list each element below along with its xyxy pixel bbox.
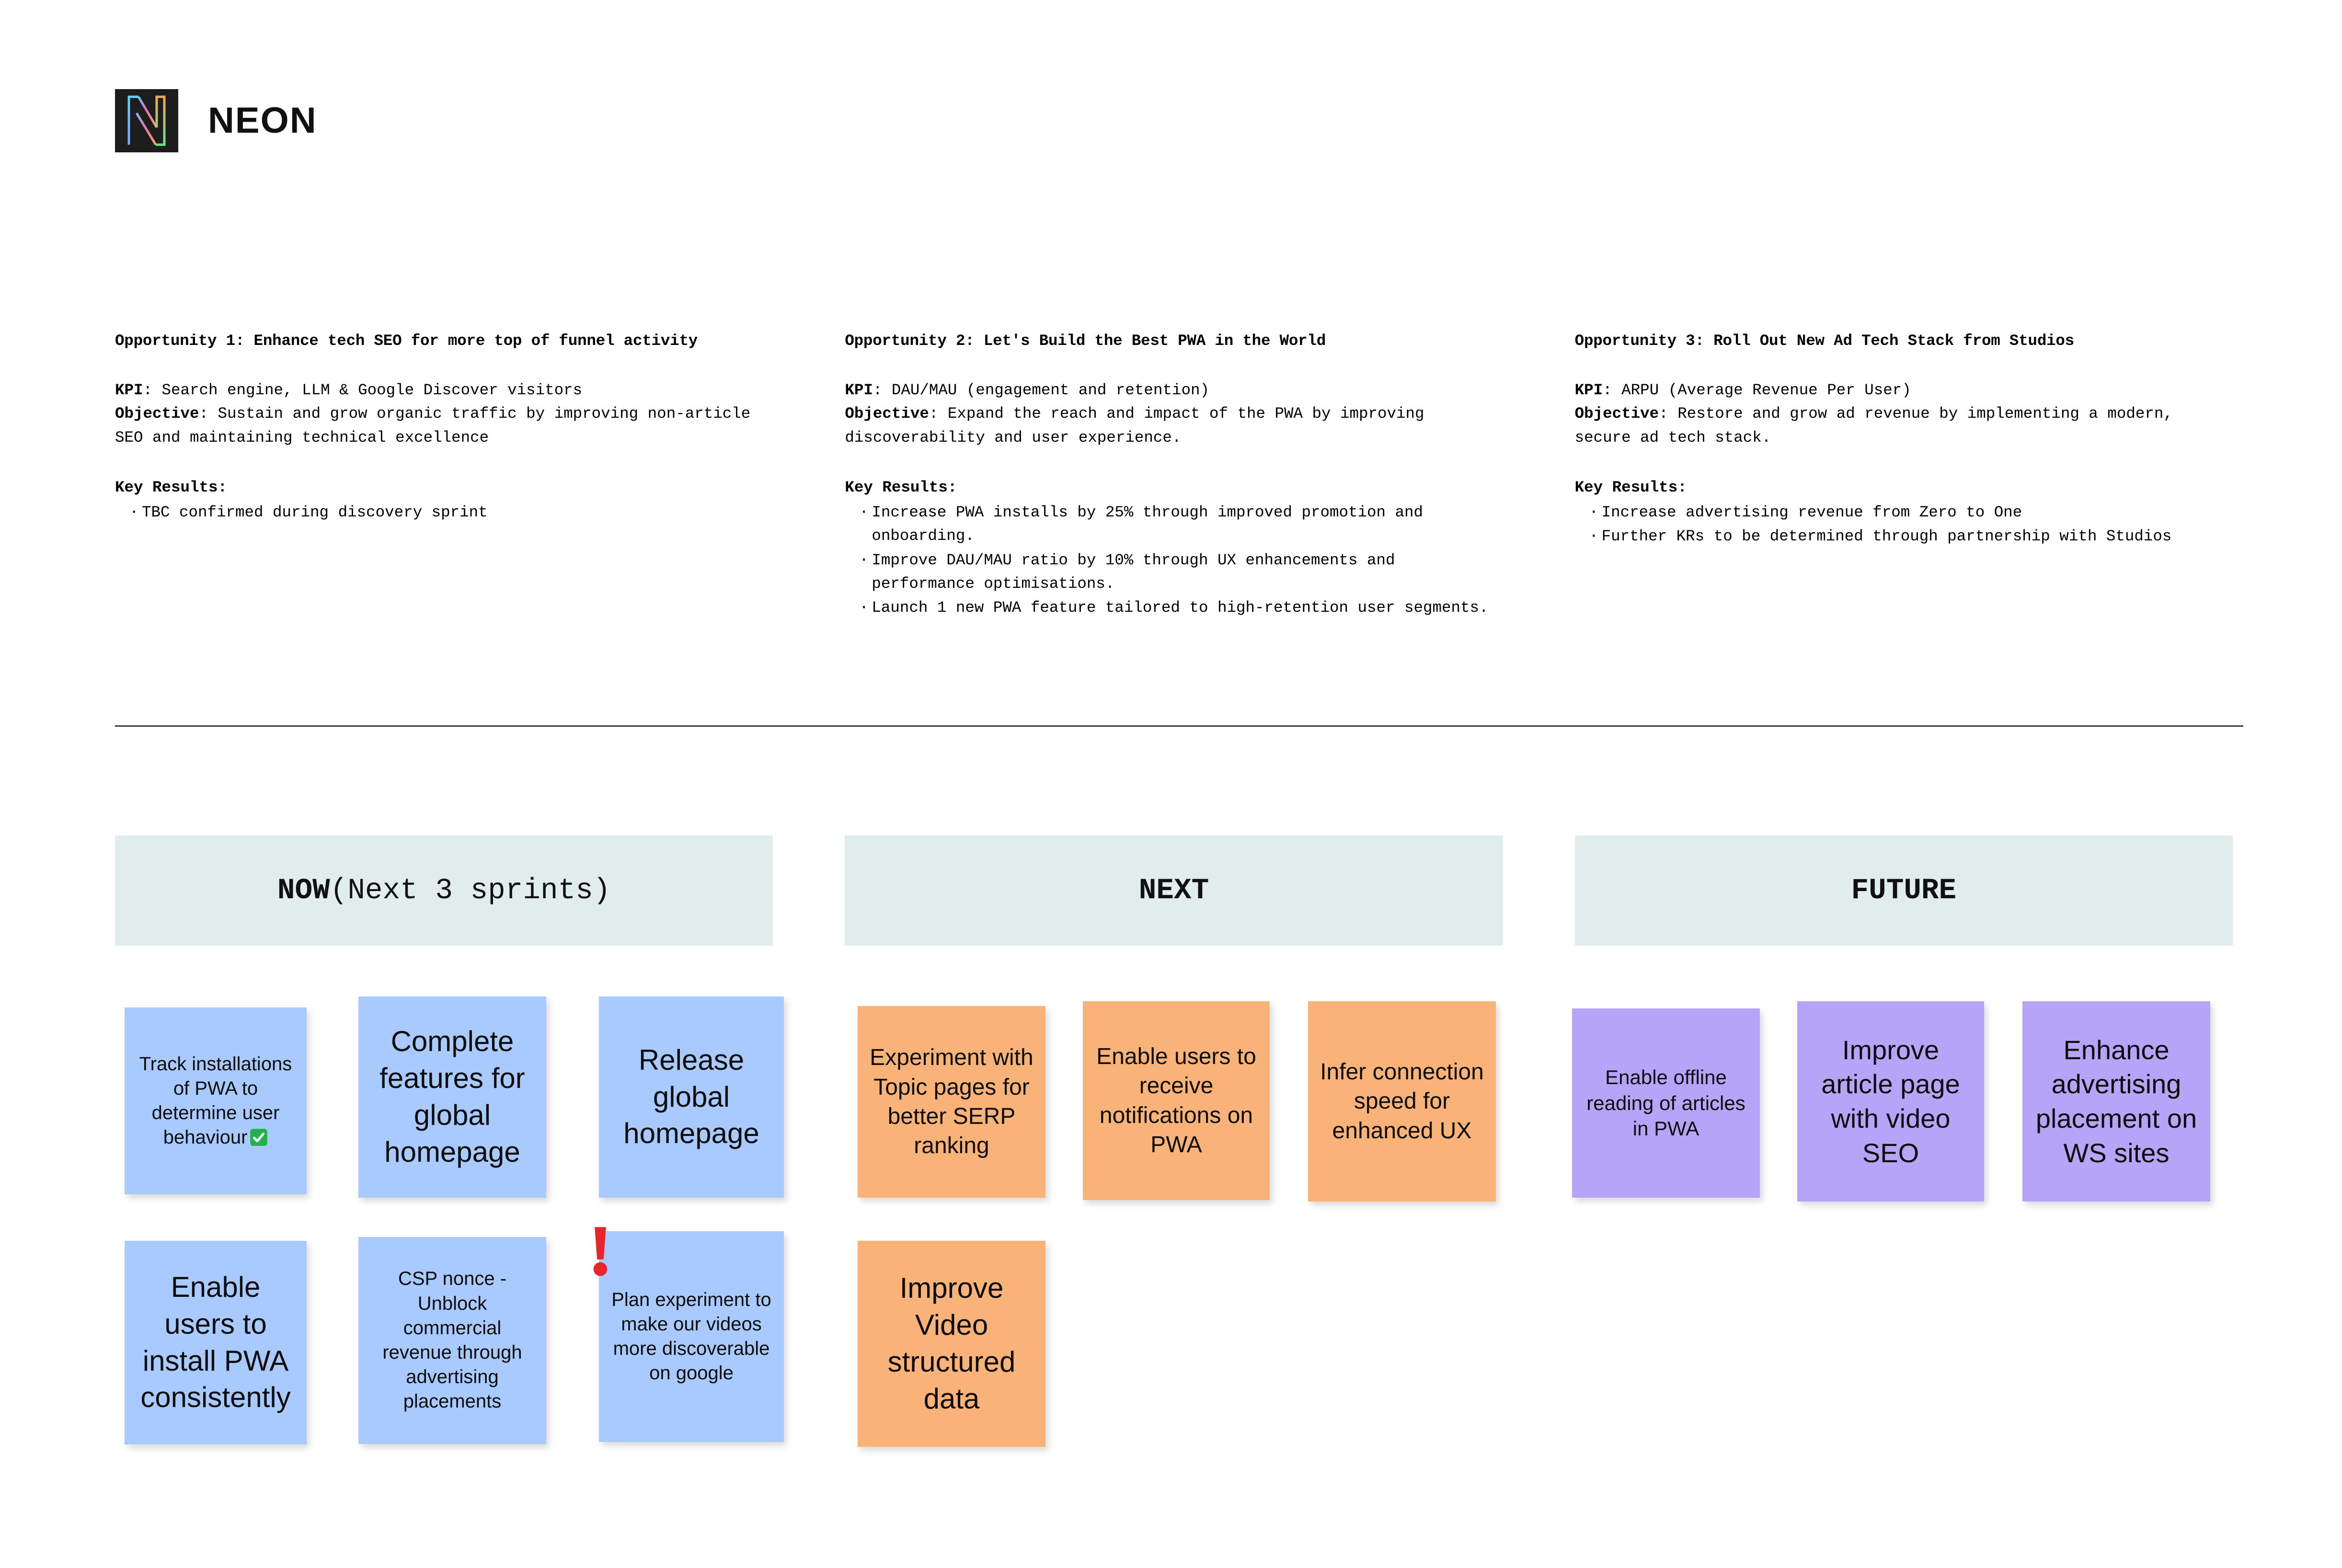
brand-title: NEON	[208, 100, 317, 141]
roadmap-board: Track installations of PWA to determine …	[115, 987, 2247, 1490]
lane-title-next: NEXT	[1138, 874, 1209, 907]
sticky-note-text: Infer connection speed for enhanced UX	[1320, 1059, 1484, 1144]
sticky-note-text: Enable users to receive notifications on…	[1096, 1043, 1256, 1157]
kpi-value: : Search engine, LLM & Google Discover v…	[143, 381, 583, 399]
sticky-note-text: Improve Video structured data	[887, 1272, 1016, 1415]
key-results-list: Increase advertising revenue from Zero t…	[1575, 500, 2233, 549]
sticky-note-text: Enable users to install PWA consistently	[140, 1270, 291, 1414]
exclamation-mark-icon	[593, 1227, 608, 1276]
sticky-note-text: Complete features for global homepage	[379, 1025, 525, 1168]
sticky-note[interactable]: Enable offline reading of articles in PW…	[1572, 1008, 1760, 1198]
opportunity-meta: KPI: ARPU (Average Revenue Per User) Obj…	[1575, 378, 2233, 449]
roadmap-lane-headers: NOW (Next 3 sprints) NEXT FUTURE	[115, 836, 2233, 946]
white-check-mark-icon	[250, 1128, 268, 1146]
sticky-note-text: CSP nonce - Unblock commercial revenue t…	[382, 1268, 522, 1412]
sticky-note-text: Release global homepage	[623, 1043, 759, 1150]
sticky-note[interactable]: Complete features for global homepage	[358, 996, 546, 1198]
key-result-item: Improve DAU/MAU ratio by 10% through UX …	[845, 548, 1503, 596]
section-divider	[115, 725, 2243, 727]
lane-title-now: NOW	[277, 874, 330, 907]
lane-title-future: FUTURE	[1851, 874, 1957, 907]
lane-header-now: NOW (Next 3 sprints)	[115, 836, 773, 946]
lane-header-next: NEXT	[845, 836, 1503, 946]
kpi-value: : DAU/MAU (engagement and retention)	[873, 381, 1209, 399]
objective-label: Objective	[845, 405, 929, 423]
key-result-item: TBC confirmed during discovery sprint	[115, 500, 773, 524]
objective-label: Objective	[1574, 405, 1659, 423]
opportunity-card-2: Opportunity 2: Let's Build the Best PWA …	[845, 331, 1503, 620]
sticky-note[interactable]: Enhance advertising placement on WS site…	[2022, 1001, 2210, 1202]
sticky-note[interactable]: Enable users to install PWA consistently	[125, 1241, 307, 1444]
lane-future: Enable offline reading of articles in PW…	[1572, 987, 2252, 1490]
opportunity-title: Opportunity 3: Roll Out New Ad Tech Stac…	[1574, 332, 2075, 350]
sticky-note[interactable]: Release global homepage	[599, 996, 784, 1198]
opportunity-meta: KPI: Search engine, LLM & Google Discove…	[115, 378, 773, 449]
sticky-note[interactable]: Improve Video structured data	[858, 1241, 1045, 1447]
key-results-list: TBC confirmed during discovery sprint	[115, 500, 773, 524]
sticky-note-text: Experiment with Topic pages for better S…	[870, 1045, 1033, 1159]
key-results-label: Key Results:	[1574, 479, 1687, 497]
opportunity-meta: KPI: DAU/MAU (engagement and retention) …	[845, 378, 1503, 449]
opportunity-title: Opportunity 1: Enhance tech SEO for more…	[115, 332, 698, 350]
lane-subtitle-now: (Next 3 sprints)	[330, 874, 611, 907]
sticky-note[interactable]: CSP nonce - Unblock commercial revenue t…	[358, 1237, 546, 1444]
sticky-note-text: Improve article page with video SEO	[1821, 1034, 1960, 1168]
neon-n-logo-icon	[115, 89, 178, 152]
kpi-value: : ARPU (Average Revenue Per User)	[1603, 381, 1911, 399]
key-result-item: Increase PWA installs by 25% through imp…	[845, 500, 1503, 548]
opportunity-card-1: Opportunity 1: Enhance tech SEO for more…	[115, 331, 773, 620]
sticky-note[interactable]: Plan experiment to make our videos more …	[593, 1227, 784, 1442]
kpi-label: KPI	[115, 381, 143, 399]
sticky-note[interactable]: Improve article page with video SEO	[1797, 1001, 1984, 1202]
lane-now: Track installations of PWA to determine …	[115, 987, 795, 1490]
opportunities-section: Opportunity 1: Enhance tech SEO for more…	[115, 331, 2233, 620]
opportunity-card-3: Opportunity 3: Roll Out New Ad Tech Stac…	[1575, 331, 2233, 620]
kpi-label: KPI	[1574, 381, 1603, 399]
sticky-note-text: Enable offline reading of articles in PW…	[1586, 1065, 1745, 1140]
key-result-item: Further KRs to be determined through par…	[1575, 524, 2233, 548]
kpi-label: KPI	[845, 381, 873, 399]
page-header: NEON	[115, 89, 317, 152]
sticky-note[interactable]: Experiment with Topic pages for better S…	[858, 1006, 1045, 1198]
opportunity-title: Opportunity 2: Let's Build the Best PWA …	[845, 332, 1326, 350]
sticky-note-text: Track installations of PWA to determine …	[139, 1053, 292, 1148]
objective-value: : Expand the reach and impact of the PWA…	[845, 405, 1424, 446]
key-results-label: Key Results:	[845, 479, 957, 497]
lane-next: Experiment with Topic pages for better S…	[858, 987, 1538, 1490]
sticky-note-text: Enhance advertising placement on WS site…	[2035, 1034, 2197, 1168]
sticky-note[interactable]: Track installations of PWA to determine …	[125, 1007, 307, 1194]
lane-header-future: FUTURE	[1574, 836, 2233, 946]
sticky-note[interactable]: Infer connection speed for enhanced UX	[1308, 1001, 1496, 1202]
sticky-note[interactable]: Enable users to receive notifications on…	[1083, 1001, 1270, 1200]
key-result-item: Increase advertising revenue from Zero t…	[1575, 500, 2233, 524]
key-results-list: Increase PWA installs by 25% through imp…	[845, 500, 1503, 620]
objective-label: Objective	[115, 405, 199, 423]
sticky-note-text: Plan experiment to make our videos more …	[611, 1289, 771, 1384]
objective-value: : Restore and grow ad revenue by impleme…	[1574, 405, 2173, 446]
objective-value: : Sustain and grow organic traffic by im…	[115, 405, 751, 446]
key-results-label: Key Results:	[115, 479, 228, 497]
key-result-item: Launch 1 new PWA feature tailored to hig…	[845, 595, 1503, 619]
